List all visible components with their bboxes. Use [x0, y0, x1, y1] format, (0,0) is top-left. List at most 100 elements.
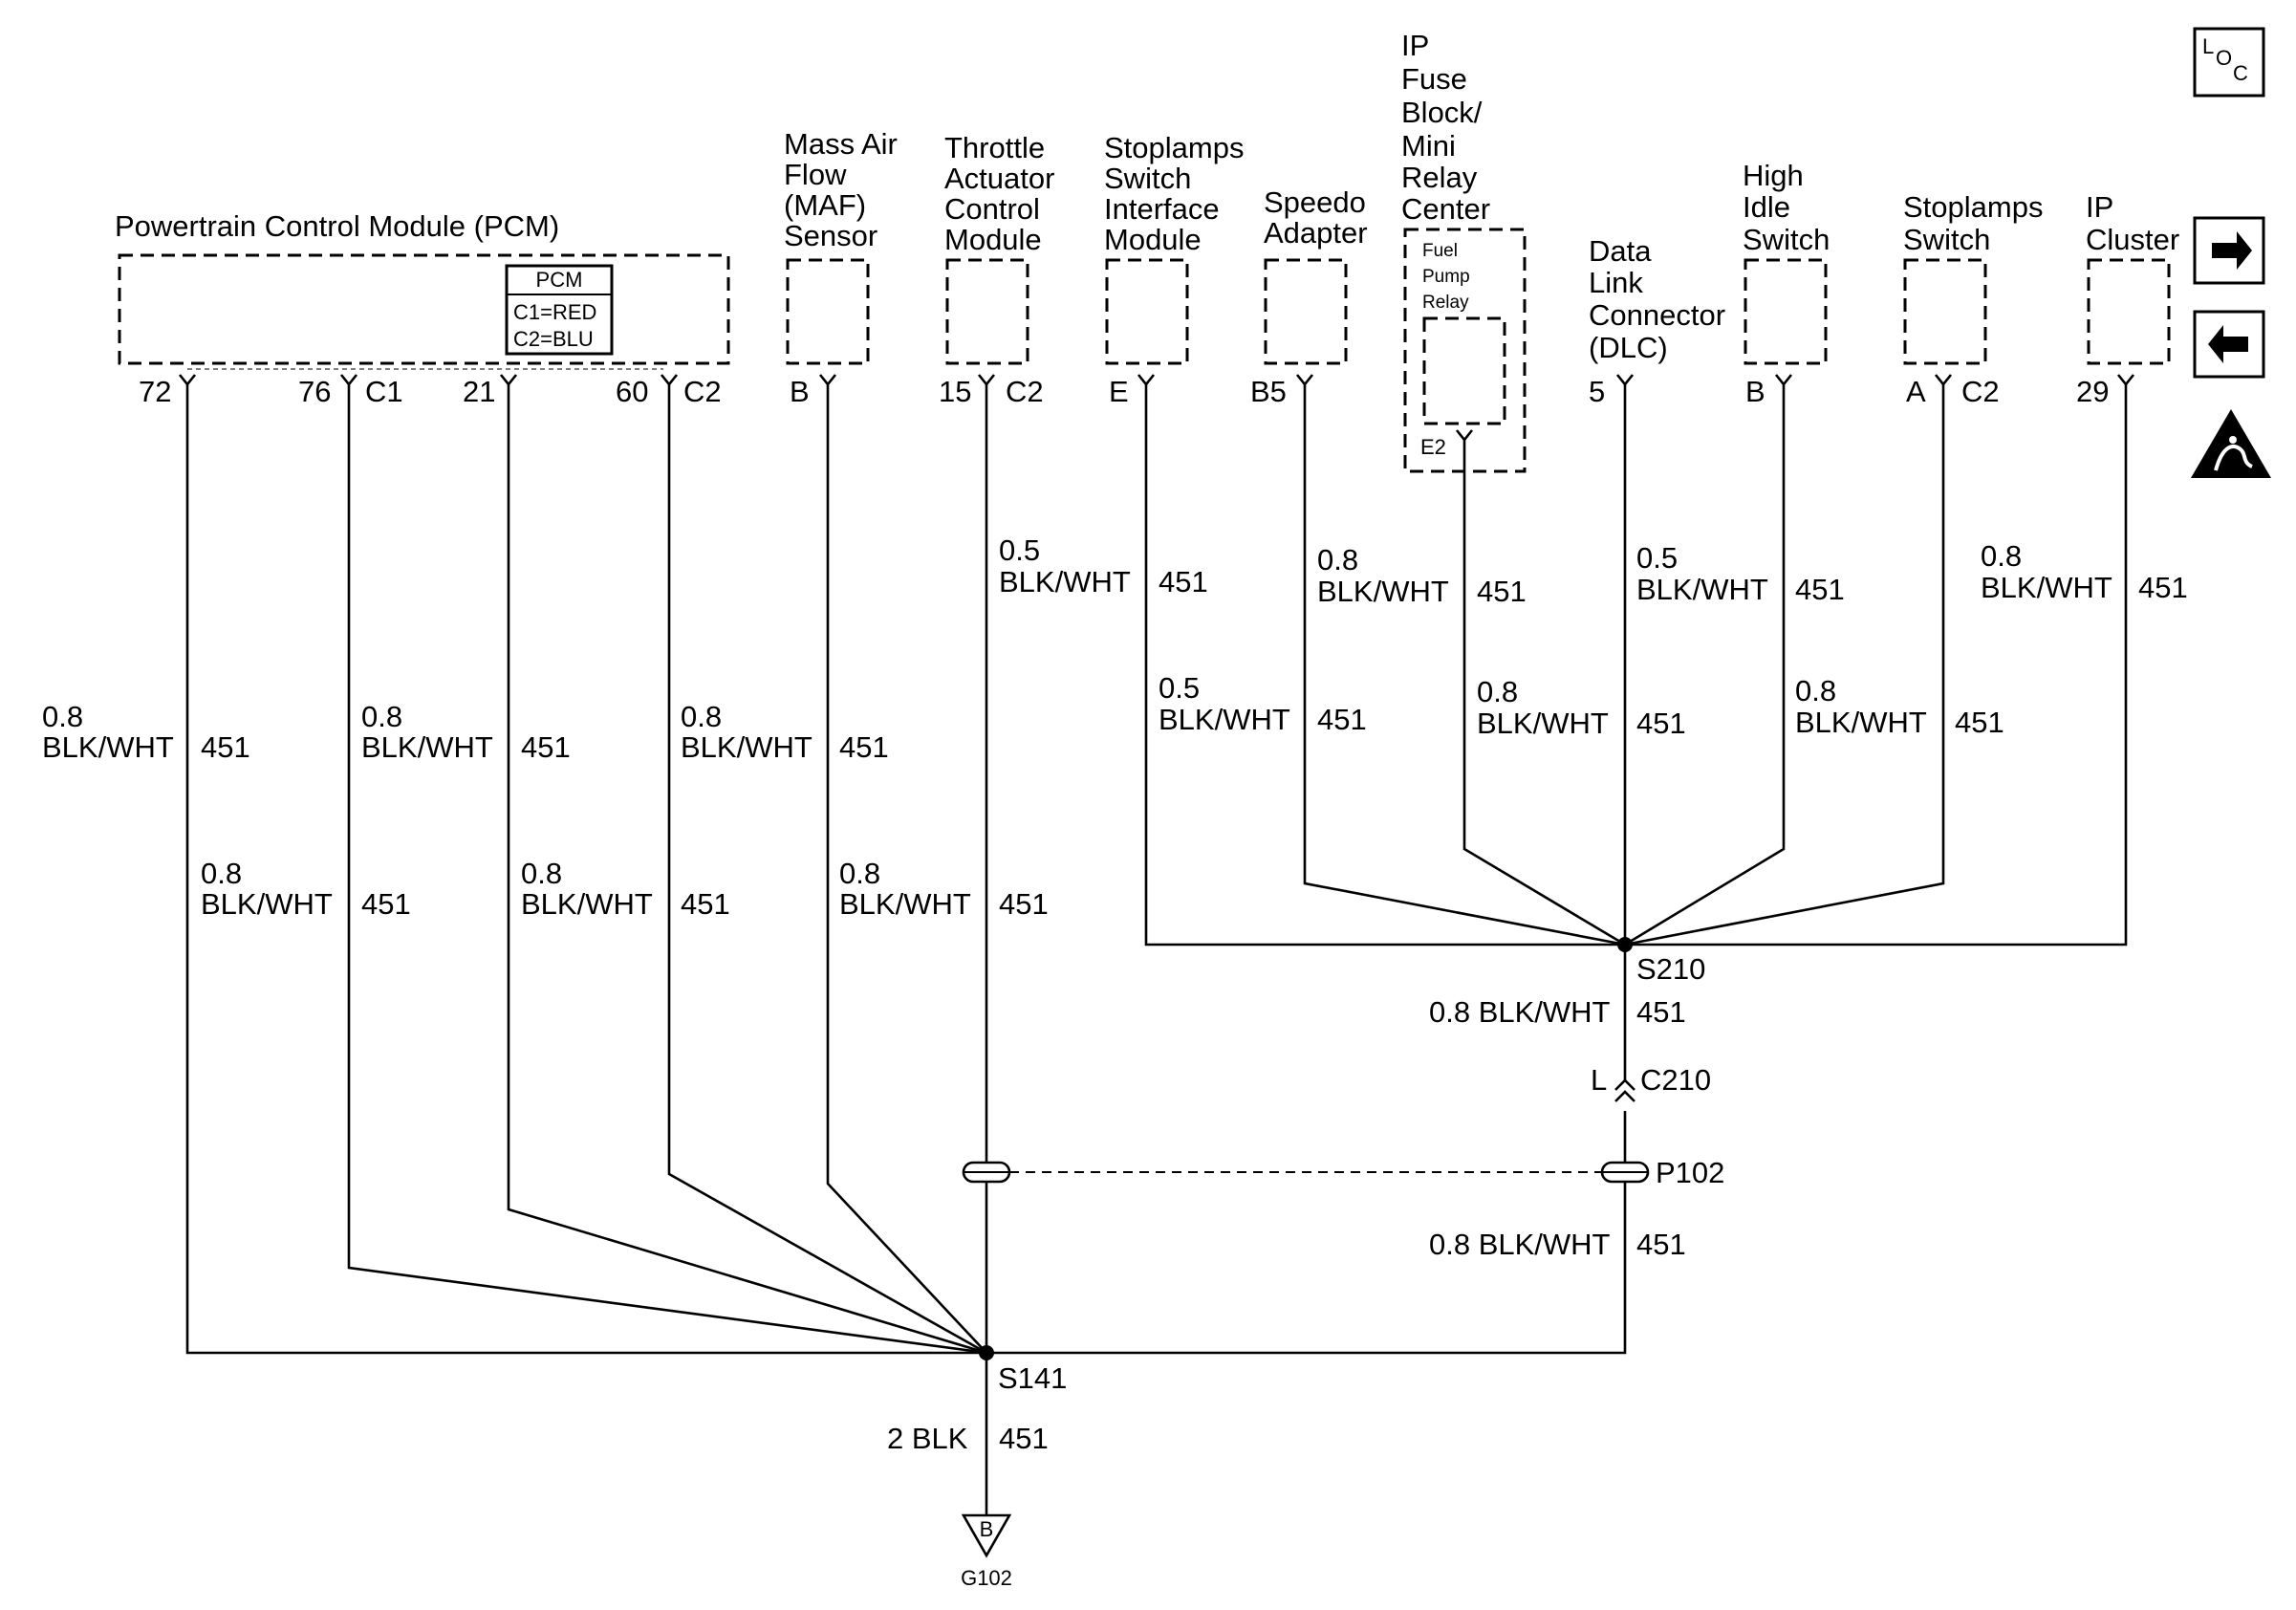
pin-terminal: [2116, 374, 2135, 394]
component-label: Actuator: [944, 162, 1054, 195]
pin-label: C2: [683, 375, 722, 408]
component-label: Connector: [1589, 298, 1725, 332]
wire-circuit: 451: [839, 730, 889, 764]
component-label: Cluster: [2086, 223, 2179, 256]
speedo-outline: [1264, 258, 1348, 365]
wire-size: 0.8: [1981, 539, 2022, 573]
component-label: Stoplamps: [1104, 131, 1244, 164]
component-label: Speedo: [1264, 185, 1366, 219]
pin-terminal: [977, 374, 996, 394]
stoplamps-switch-outline: [1903, 258, 1987, 365]
wire-circuit: 451: [1795, 573, 1845, 606]
wire-color: BLK/WHT: [201, 887, 333, 921]
ip-cluster-component: IP Cluster 29: [2076, 190, 2179, 408]
wire-circuit: 451: [1955, 706, 2004, 739]
pin-label: B: [790, 375, 810, 408]
prev-page-button[interactable]: [2193, 310, 2265, 379]
pin-label: E: [1109, 375, 1129, 408]
wire-size: 0.8: [42, 700, 83, 733]
ip-fuse-block-component: IP Fuse Block/ Mini Relay Center Fuel Pu…: [1401, 29, 1527, 473]
high-idle-outline: [1744, 258, 1828, 365]
wire-size: 0.8: [1477, 675, 1518, 708]
ground-g102: B G102: [961, 1513, 1012, 1590]
pcm-connector-legend: PCM C1=RED C2=BLU: [505, 264, 614, 356]
p102-grommet-right: [1600, 1161, 1650, 1184]
wire-pcm-72: [185, 394, 986, 1355]
pin-terminal: [339, 374, 358, 394]
component-label: Switch: [1104, 162, 1191, 195]
c210-pin-label: L: [1591, 1063, 1607, 1097]
splice-s210-label: S210: [1636, 952, 1705, 986]
pcm-legend-title: PCM: [536, 268, 583, 292]
esd-warning-icon: [2191, 409, 2271, 478]
wire-labels: 0.8 BLK/WHT 451 0.8 BLK/WHT 451 0.8 BLK/…: [42, 533, 2188, 1455]
wire-relay: [1462, 449, 1626, 946]
maf-sensor-component: Mass Air Flow (MAF) Sensor B: [784, 127, 898, 408]
svg-text:L: L: [2202, 34, 2214, 58]
wire-circuit: 451: [361, 887, 411, 921]
wire-size: 0.8: [1317, 543, 1358, 577]
next-page-button[interactable]: [2193, 216, 2265, 285]
pin-terminal: [1934, 374, 1953, 394]
ip-cluster-outline: [2087, 258, 2171, 365]
wire-size: 0.5: [1636, 541, 1678, 575]
wire-c210-s141: [986, 1111, 1627, 1355]
wire-color: BLK/WHT: [681, 730, 812, 764]
splice-s210-dot: [1617, 937, 1633, 952]
high-idle-switch-component: High Idle Switch B: [1743, 159, 1830, 408]
wire-circuit: 451: [521, 730, 571, 764]
component-label: Adapter: [1264, 216, 1368, 250]
wire-spec: 0.8 BLK/WHT: [1429, 1228, 1611, 1261]
component-label: Stoplamps: [1903, 190, 2043, 224]
p102-grommet-left: [962, 1161, 1011, 1184]
pin-terminal: [178, 374, 197, 394]
wire-size: 0.8: [1795, 674, 1836, 707]
wire-circuit: 451: [681, 887, 730, 921]
component-label: Sensor: [784, 219, 877, 252]
dlc-component: Data Link Connector (DLC) 5: [1589, 234, 1725, 408]
wire-color: BLK/WHT: [1159, 703, 1290, 736]
wire-speedo: [1303, 394, 1626, 946]
wire-color: BLK/WHT: [1795, 706, 1927, 739]
arrow-right-icon: [2212, 231, 2252, 270]
pcm-legend-c1: C1=RED: [513, 300, 596, 324]
component-label: Fuse: [1401, 62, 1467, 96]
pin-terminal: [660, 374, 679, 394]
wire-color: BLK/WHT: [1477, 707, 1609, 740]
wire-size: 0.8: [681, 700, 722, 733]
maf-outline: [786, 258, 870, 365]
pin-terminal: [1137, 374, 1156, 394]
component-label: Module: [1104, 223, 1202, 256]
c210-label: C210: [1640, 1063, 1711, 1097]
pin-terminal: [1295, 374, 1314, 394]
throttle-outline: [945, 258, 1029, 365]
relay-label: Fuel: [1422, 241, 1458, 261]
component-label: Throttle: [944, 131, 1045, 164]
wire-size: 0.8: [361, 700, 402, 733]
ground-name: G102: [961, 1566, 1012, 1590]
pin-label: 76: [298, 375, 331, 408]
component-label: High: [1743, 159, 1804, 192]
loc-button[interactable]: L O C: [2193, 27, 2265, 98]
wire-spec: 0.8 BLK/WHT: [1429, 995, 1611, 1029]
wire-size: 0.8: [521, 857, 562, 890]
pcm-component: Powertrain Control Module (PCM) PCM C1=R…: [115, 209, 730, 408]
component-label: Control: [944, 192, 1040, 226]
pin-label: B5: [1250, 375, 1287, 408]
relay-label: Relay: [1422, 293, 1469, 313]
component-label: Center: [1401, 192, 1490, 226]
pin-label: C1: [365, 375, 403, 408]
wire-circuit: 451: [1159, 565, 1208, 598]
component-label: (MAF): [784, 188, 866, 222]
wires: [185, 394, 2128, 1515]
component-label: Flow: [784, 158, 847, 191]
wire-maf: [826, 394, 987, 1354]
pin-label: 29: [2076, 375, 2109, 408]
component-label: Module: [944, 223, 1042, 256]
wire-pcm-60: [667, 394, 987, 1355]
component-label: Mass Air: [784, 127, 898, 161]
wire-circuit: 451: [1636, 995, 1686, 1029]
pin-terminal: [818, 374, 837, 394]
pin-label: 21: [463, 375, 495, 408]
